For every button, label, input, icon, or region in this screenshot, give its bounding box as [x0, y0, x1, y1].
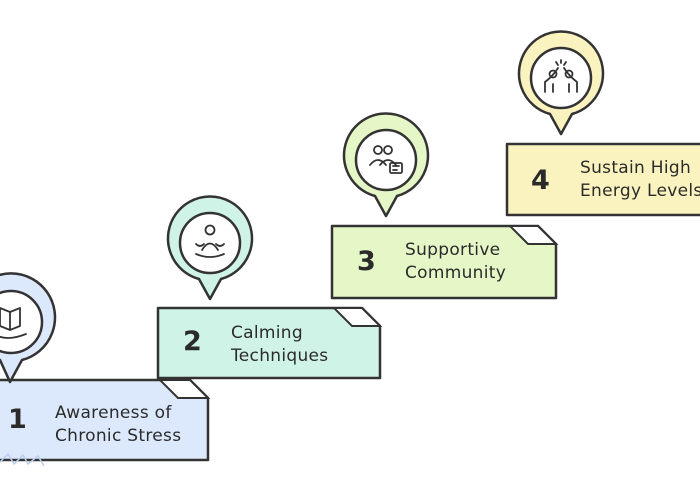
step-1-label: Awareness of Chronic Stress: [55, 403, 182, 446]
step-4-number: 4: [531, 165, 550, 196]
pin-4: [517, 30, 605, 136]
step-2-label: Calming Techniques: [231, 323, 329, 366]
step-2: [156, 306, 383, 380]
step-1: [0, 378, 211, 467]
step-4: [505, 142, 700, 217]
step-3-label: Supportive Community: [405, 240, 507, 283]
step-3-number: 3: [357, 246, 376, 277]
step-4-label: Sustain High Energy Levels: [580, 158, 700, 201]
step-1-number: 1: [8, 404, 27, 435]
step-2-number: 2: [183, 326, 202, 357]
pin-1: [0, 272, 57, 384]
meditation-icon: [195, 224, 225, 258]
high-five-icon: [544, 59, 578, 93]
pin-2: [166, 195, 254, 301]
step-3: [330, 224, 559, 300]
people-chat-icon: [369, 145, 403, 174]
open-book-hand-icon: [0, 307, 27, 339]
